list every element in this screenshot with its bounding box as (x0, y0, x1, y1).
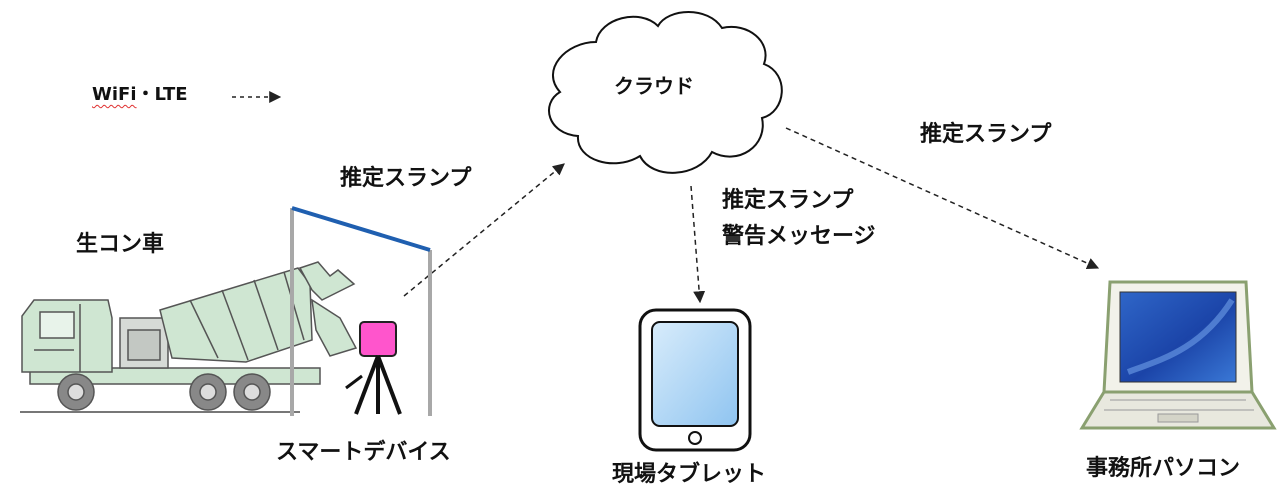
edge-label-cloud-to-pc: 推定スランプ (920, 122, 1052, 147)
office-pc-label: 事務所パソコン (1086, 456, 1241, 481)
edge-label-device-to-cloud: 推定スランプ (340, 166, 472, 191)
edge-label-cloud-to-tablet-2: 警告メッセージ (722, 224, 876, 249)
arrow-cloud-to-tablet (690, 185, 706, 304)
legend-separator: ・ (136, 84, 155, 105)
mixer-truck-label: 生コン車 (76, 232, 165, 257)
measurement-frame (290, 206, 432, 416)
mixer-truck-icon (20, 261, 358, 413)
arrow-device-to-cloud (403, 163, 565, 297)
sensor-tripod-icon (345, 321, 402, 415)
legend-wifi: WiFi (92, 84, 137, 105)
arrow-cloud-to-pc (785, 127, 1100, 270)
tablet-icon (638, 308, 752, 452)
legend-label: WiFi・LTE (92, 80, 188, 106)
cloud-icon (548, 11, 783, 174)
edge-label-cloud-to-tablet-1: 推定スランプ (722, 188, 854, 213)
laptop-icon (1079, 280, 1277, 430)
cloud-label: クラウド (614, 74, 694, 98)
legend-lte: LTE (154, 84, 188, 105)
site-tablet-label: 現場タブレット (612, 462, 767, 487)
smart-device-label: スマートデバイス (276, 440, 451, 465)
